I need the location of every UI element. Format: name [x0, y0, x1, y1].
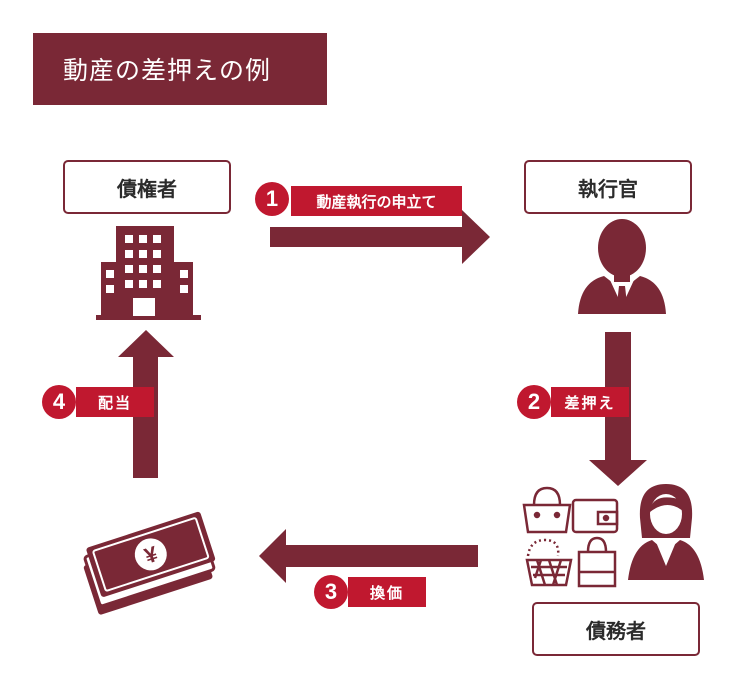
step-2-number: 2: [517, 385, 551, 419]
page-title: 動産の差押えの例: [33, 33, 327, 105]
step-2-label: 差押え: [551, 387, 629, 417]
creditor-box: 債権者: [63, 160, 231, 214]
officer-box: 執行官: [524, 160, 692, 214]
step-4-number: 4: [42, 385, 76, 419]
debtor-box: 債務者: [532, 602, 700, 656]
step-3-number: 3: [314, 575, 348, 609]
step-3-label: 換価: [348, 577, 426, 607]
shopping-bag-icon: [577, 536, 617, 588]
wallet-icon: [571, 498, 619, 534]
step-1-number: 1: [255, 182, 289, 216]
basket-icon: [525, 558, 573, 587]
arrow-left-icon: [259, 529, 478, 583]
debtor-person-icon: [628, 484, 704, 580]
step-1-label: 動産執行の申立て: [291, 186, 462, 216]
necklace-icon: [526, 538, 560, 557]
step-4-label: 配当: [76, 387, 154, 417]
handbag-icon: [522, 486, 572, 534]
officer-person-icon: [578, 219, 666, 314]
yen-banknotes-icon: ¥: [83, 511, 216, 615]
office-building-icon: [96, 226, 201, 320]
arrow-right-icon: [270, 210, 490, 264]
